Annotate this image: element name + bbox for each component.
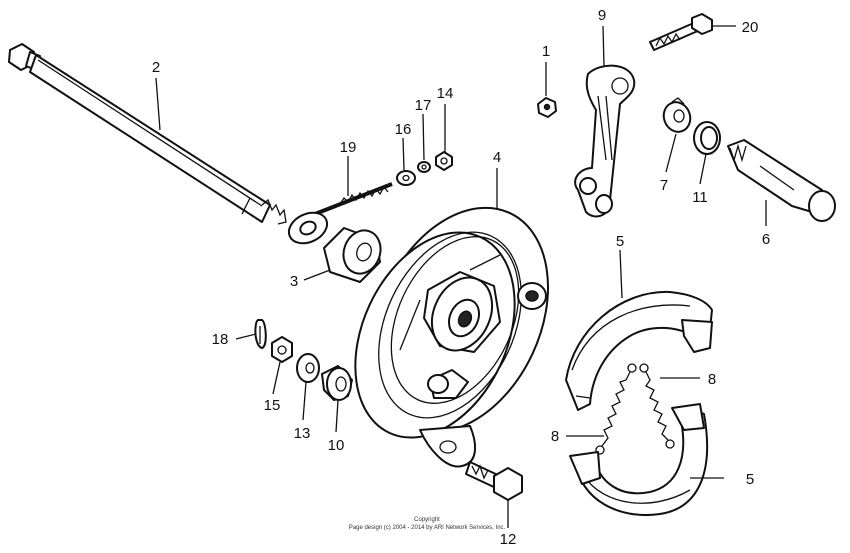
brake-shoe-lower-part[interactable] <box>569 403 708 516</box>
callout-3: 3 <box>290 273 298 290</box>
leader-lines <box>155 25 767 528</box>
callout-2: 2 <box>152 59 160 76</box>
callout-7: 7 <box>660 177 668 194</box>
castle-nut-part[interactable] <box>271 336 293 363</box>
callout-6: 6 <box>762 231 770 248</box>
callout-18: 18 <box>212 331 229 348</box>
bolt-12-part[interactable] <box>465 461 523 501</box>
washer-7-part[interactable] <box>660 97 695 136</box>
bolt-20-part[interactable] <box>649 13 713 51</box>
callout-5-upper: 5 <box>616 233 624 250</box>
nut-14-part[interactable] <box>435 151 453 171</box>
washer-16-part[interactable] <box>396 170 416 186</box>
callout-12: 12 <box>500 531 517 548</box>
seal-part[interactable] <box>693 121 721 155</box>
callout-13: 13 <box>294 425 311 442</box>
nut-1-part[interactable] <box>537 97 557 118</box>
callout-8-left: 8 <box>551 428 559 445</box>
callout-17: 17 <box>415 97 432 114</box>
washer-17-part[interactable] <box>417 161 431 173</box>
callout-5-lower: 5 <box>746 471 754 488</box>
axle-part[interactable] <box>8 43 287 225</box>
callout-9: 9 <box>598 7 606 24</box>
brake-arm-part[interactable] <box>574 64 636 218</box>
callout-14: 14 <box>437 85 454 102</box>
copyright-notice: Copyright Page design (c) 2004 - 2014 by… <box>349 517 506 531</box>
callout-11: 11 <box>692 189 708 206</box>
callout-1: 1 <box>542 43 550 60</box>
copyright-line-2: Page design (c) 2004 - 2014 by ARI Netwo… <box>349 525 506 531</box>
spacer-part[interactable] <box>321 365 353 401</box>
washer-13-part[interactable] <box>296 353 320 383</box>
spring-left-part[interactable] <box>595 363 637 455</box>
callout-8-right: 8 <box>708 371 716 388</box>
spring-right-part[interactable] <box>639 363 675 449</box>
brake-rod-part[interactable] <box>284 182 393 249</box>
callout-10: 10 <box>328 437 345 454</box>
callout-numbers: 1 2 3 4 5 5 6 7 8 8 9 10 11 12 13 14 15 … <box>152 7 770 548</box>
brake-shoe-upper-part[interactable] <box>565 290 713 411</box>
collar-part[interactable] <box>323 225 386 283</box>
brake-cam-part[interactable] <box>727 139 836 222</box>
callout-4: 4 <box>493 149 501 166</box>
callout-19: 19 <box>340 139 357 156</box>
callout-16: 16 <box>395 121 412 138</box>
brake-panel-part[interactable] <box>324 179 582 468</box>
callout-15: 15 <box>264 397 281 414</box>
cotter-pin-part[interactable] <box>254 319 267 349</box>
callout-20: 20 <box>742 19 759 36</box>
copyright-line-1: Copyright <box>414 517 440 523</box>
